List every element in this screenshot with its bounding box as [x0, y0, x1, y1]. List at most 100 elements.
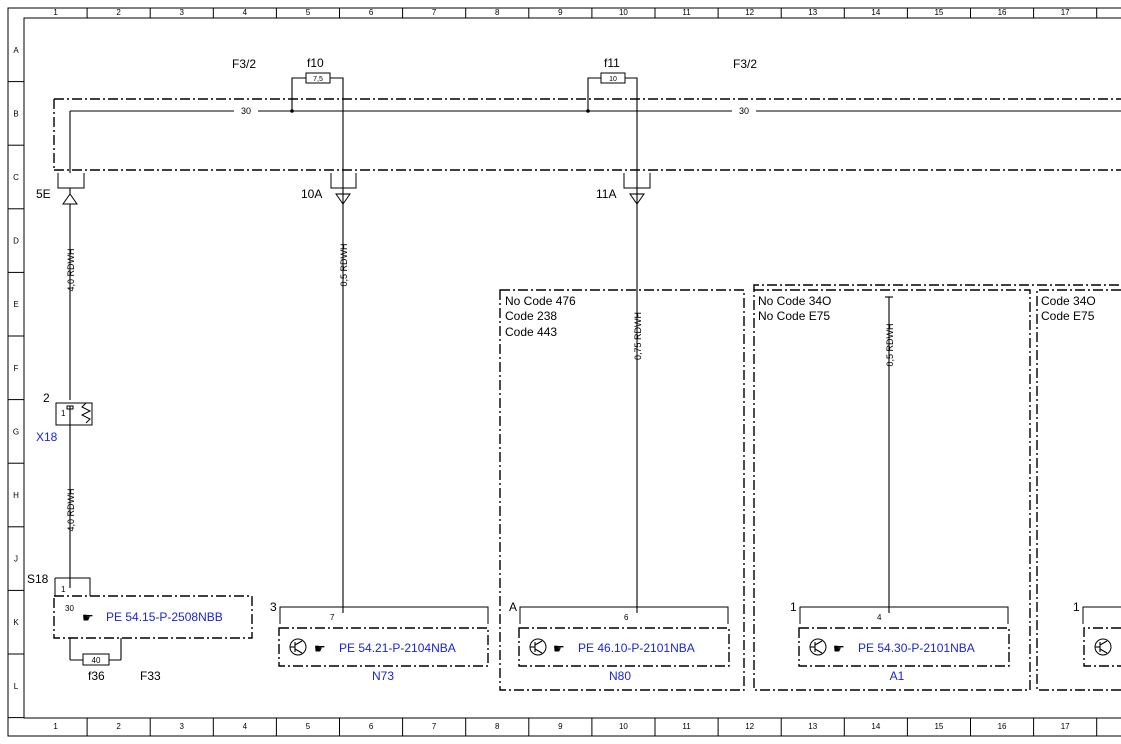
pointing-hand-icon: ☛: [314, 641, 326, 656]
fuse-box-label-left: F3/2: [232, 57, 256, 71]
column-number: 10: [619, 722, 628, 731]
column-number: 14: [871, 722, 880, 731]
row-letter: D: [13, 237, 19, 246]
inner-frame: [23, 17, 1121, 719]
a1-code-2: No Code E75: [758, 309, 830, 323]
column-number: 4: [243, 722, 248, 731]
column-number: 9: [558, 722, 563, 731]
a1-pin: 1: [790, 600, 797, 614]
a1-connector: [799, 606, 1009, 624]
n80-connector: [519, 606, 729, 624]
pin-10a: 10A: [301, 187, 322, 201]
column-number: 2: [116, 8, 121, 17]
column-number: 11: [682, 722, 691, 731]
column-number: 16: [998, 8, 1007, 17]
transistor-icon: [1094, 638, 1112, 656]
f33-label: F33: [140, 669, 161, 683]
fuse-f10-value: 7,5: [313, 76, 323, 83]
column-number: 6: [369, 722, 374, 731]
fuse-f11-value: 10: [609, 76, 617, 83]
s18-label: S18: [27, 572, 49, 586]
s18-box: [53, 595, 253, 639]
terminal-30-label-right: 30: [739, 106, 749, 116]
column-number: 16: [998, 722, 1007, 731]
column-number: 2: [116, 722, 121, 731]
row-letter: E: [13, 300, 18, 309]
x18-inner: 1: [61, 409, 66, 418]
pointing-hand-icon: ☛: [833, 641, 845, 656]
s18-reference-link[interactable]: PE 54.15-P-2508NBB: [106, 610, 223, 624]
s18-pin1: 1: [61, 585, 66, 594]
n73-label: N73: [372, 669, 394, 683]
n80-label: N80: [609, 669, 631, 683]
n80-code-3: Code 443: [505, 325, 557, 339]
fuse-f11-label: f11: [604, 56, 620, 70]
wire-label-2: 0,5 RDWH: [339, 243, 349, 286]
a1-box: [798, 627, 1010, 667]
row-letter: B: [13, 109, 18, 118]
transistor-icon: [289, 638, 307, 656]
column-number: 10: [619, 8, 628, 17]
a1-reference-link[interactable]: PE 54.30-P-2101NBA: [858, 641, 975, 655]
column-number: 13: [808, 722, 817, 731]
connector-5e: [57, 173, 85, 205]
pin-5e: 5E: [36, 187, 51, 201]
a1-wire-pin: 4: [877, 613, 882, 622]
column-number: 8: [495, 8, 500, 17]
right-code-1: Code 34O: [1041, 294, 1096, 308]
column-number: 11: [682, 8, 691, 17]
column-number: 1: [53, 722, 58, 731]
n80-reference-link[interactable]: PE 46.10-P-2101NBA: [578, 641, 695, 655]
n73-connector: [279, 606, 489, 624]
column-number: 12: [745, 8, 754, 17]
row-letter: K: [13, 618, 19, 627]
column-number: 1: [53, 8, 58, 17]
fuse-f10-symbol: [305, 72, 331, 84]
column-number: 6: [369, 8, 374, 17]
a1-label: A1: [890, 669, 905, 683]
row-letter: H: [13, 491, 19, 500]
outer-frame: [7, 7, 1121, 737]
fuse-box-label-right: F3/2: [733, 57, 757, 71]
wire-label-4: 0,5 RDWH: [885, 323, 895, 366]
x18-label: X18: [36, 430, 58, 444]
column-number: 5: [306, 722, 311, 731]
right-code-region: [1036, 289, 1121, 691]
column-number: 15: [934, 722, 943, 731]
column-number: 15: [934, 8, 943, 17]
column-number: 8: [495, 722, 500, 731]
n80-code-2: Code 238: [505, 309, 557, 323]
column-grid: 1122334455667788991010111112121313141415…: [53, 8, 1098, 736]
column-number: 17: [1061, 8, 1070, 17]
fuse-f36-label: f36: [88, 669, 105, 683]
wire-label-1: 4,0 RDWH: [66, 248, 76, 291]
pin-11a: 11A: [596, 187, 616, 201]
n80-pin: A: [509, 600, 517, 614]
column-number: 9: [558, 8, 563, 17]
wire-label-5: 4,0 RDWH: [66, 488, 76, 531]
fuse-f10-label: f10: [307, 56, 324, 70]
n73-pin: 3: [270, 600, 277, 614]
transistor-icon: [529, 638, 547, 656]
column-number: 17: [1061, 722, 1070, 731]
column-number: 12: [745, 722, 754, 731]
column-number: 4: [243, 8, 248, 17]
column-number: 3: [180, 722, 185, 731]
connector-11a: [623, 173, 651, 205]
pointing-hand-icon: ☛: [82, 610, 94, 625]
n80-wire-pin: 6: [624, 613, 629, 622]
n80-box: [518, 627, 730, 667]
row-letter: G: [13, 427, 19, 436]
x18-pin: 2: [43, 391, 50, 405]
s18-pin30: 30: [65, 604, 74, 613]
column-number: 13: [808, 8, 817, 17]
right-code-2: Code E75: [1041, 309, 1095, 323]
transistor-icon: [809, 638, 827, 656]
n73-reference-link[interactable]: PE 54.21-P-2104NBA: [339, 641, 456, 655]
right-pin: 1: [1073, 600, 1080, 614]
row-letter: J: [14, 555, 18, 564]
column-number: 7: [432, 8, 437, 17]
column-number: 14: [871, 8, 880, 17]
